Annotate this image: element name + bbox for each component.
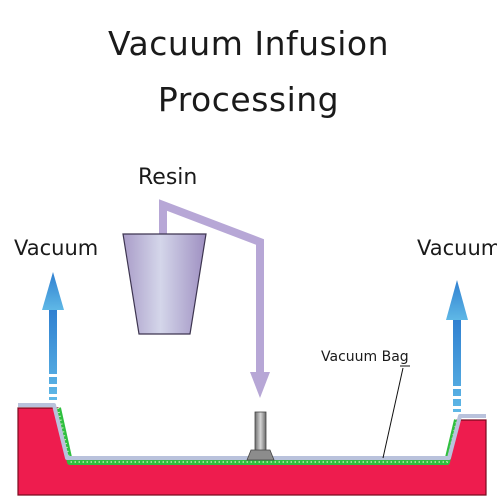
resin-feed-line <box>159 199 264 375</box>
vacuum-arrow-right <box>446 280 468 412</box>
vacuum-bag-leader <box>382 367 404 459</box>
injection-port <box>246 411 275 461</box>
diagram-title-line-2: Processing <box>157 80 340 119</box>
resin-cup <box>122 233 207 335</box>
diagram-title-line-1: Vacuum Infusion <box>108 24 389 63</box>
vacuum-arrow-left <box>42 272 64 400</box>
resin-feed-arrowhead <box>250 372 270 398</box>
vacuum-bag-label: Vacuum Bag <box>321 349 409 365</box>
vacuum-label-left: Vacuum <box>14 236 99 260</box>
vacuum-label-right: Vacuum <box>417 236 497 260</box>
resin-label: Resin <box>138 165 198 190</box>
